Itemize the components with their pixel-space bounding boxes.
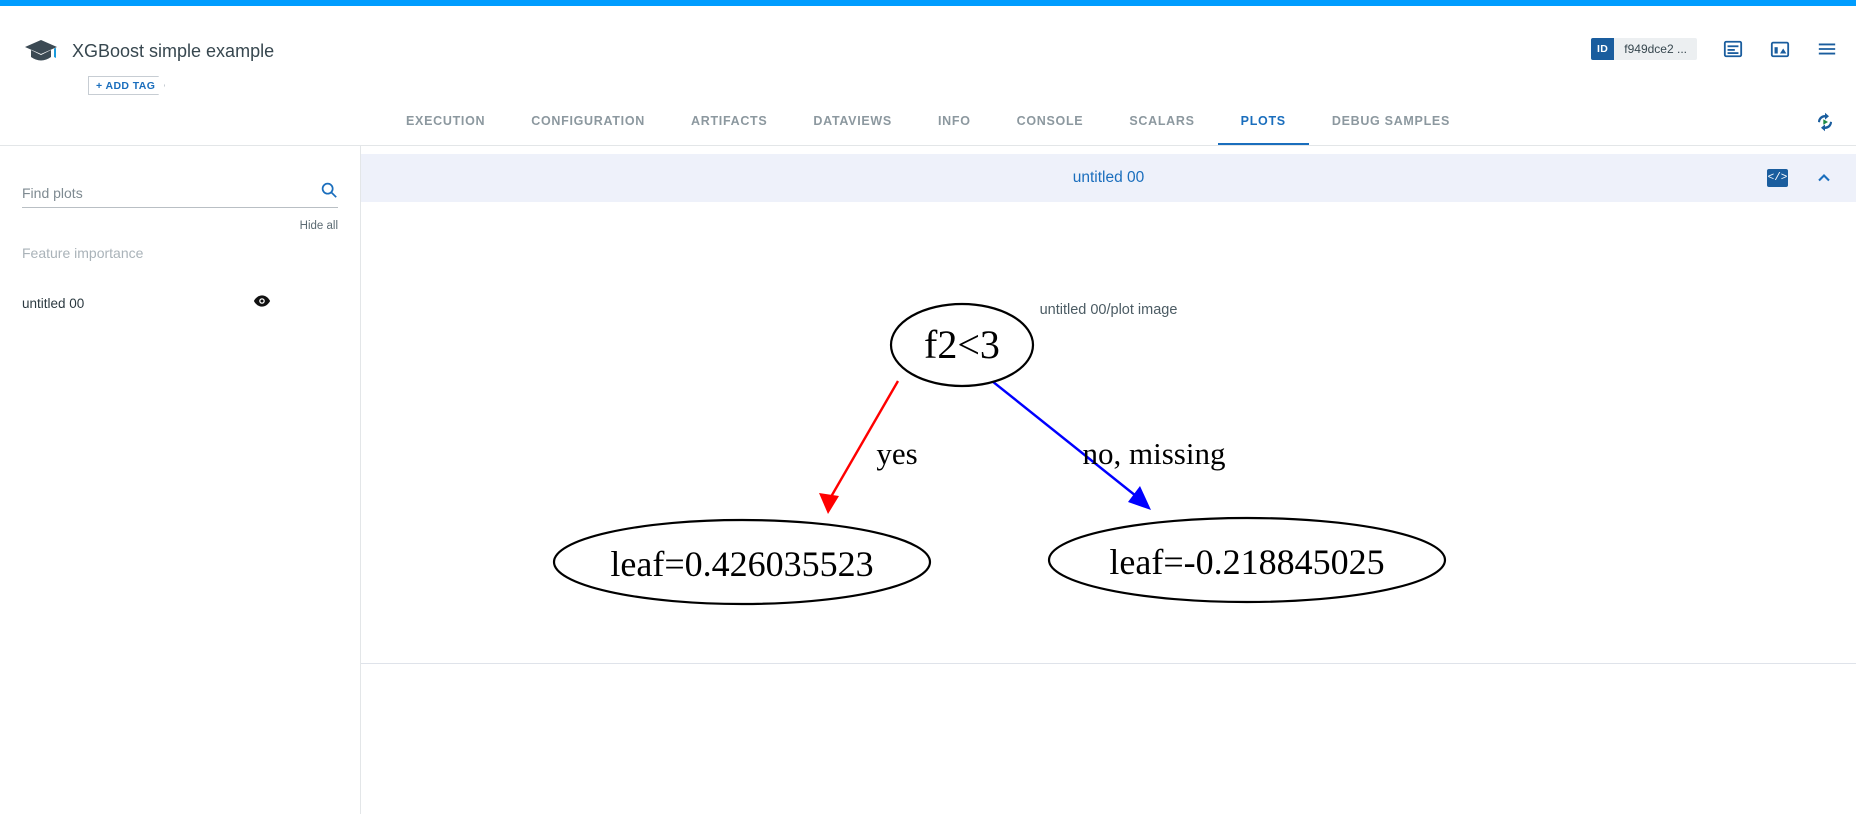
view-code-button[interactable]: </> [1767, 169, 1788, 187]
auto-refresh-icon[interactable] [1814, 111, 1836, 133]
sidebar-section-feature-importance: Feature importance [22, 245, 144, 261]
tab-console[interactable]: CONSOLE [1016, 114, 1084, 128]
hamburger-menu-icon[interactable] [1816, 38, 1838, 60]
list-item-label: untitled 00 [22, 295, 85, 311]
sidebar-item-untitled-00[interactable]: untitled 00 [0, 286, 361, 320]
search-input[interactable] [22, 184, 292, 201]
decision-tree-graph: f2<3 leaf=0.426035523 leaf=-0.218845025 … [552, 302, 1447, 606]
plot-image-caption: untitled 00/plot image [1039, 302, 1178, 318]
tab-debug-samples[interactable]: DEBUG SAMPLES [1331, 114, 1450, 128]
node-leaf-right [1047, 516, 1447, 604]
node-leaf-right-label: leaf=-0.218845025 [1109, 542, 1384, 582]
eye-icon[interactable] [253, 294, 271, 312]
chevron-up-icon[interactable] [1814, 168, 1834, 188]
edge-yes [819, 380, 900, 514]
tab-configuration[interactable]: CONFIGURATION [531, 114, 645, 128]
page-title: XGBoost simple example [72, 41, 275, 61]
tab-scalars[interactable]: SCALARS [1129, 114, 1195, 128]
image-view-icon[interactable] [1769, 38, 1791, 60]
plots-sidebar: Hide all Feature importance untitled 00 [0, 146, 361, 814]
edge-no-missing [991, 380, 1151, 510]
plot-card: untitled 00 </> untitled 00/plot image [361, 146, 1856, 664]
id-label: ID [1590, 38, 1615, 60]
node-root-label: f2<3 [924, 322, 1000, 367]
plot-image-area[interactable]: untitled 00/plot image [361, 202, 1856, 662]
edge-yes-label: yes [876, 436, 917, 471]
edge-no-missing-label: no, missing [1083, 436, 1226, 471]
plot-card-header: untitled 00 </> [361, 154, 1856, 202]
plot-card-title[interactable]: untitled 00 [1072, 169, 1145, 186]
plot-card-actions: </> [1767, 168, 1834, 188]
node-leaf-left-label: leaf=0.426035523 [610, 544, 873, 584]
plots-main-area: untitled 00 </> untitled 00/plot image [361, 146, 1856, 814]
page-header: XGBoost simple example + ADD TAG ID f949… [0, 6, 1856, 99]
add-tag-button[interactable]: + ADD TAG [88, 76, 165, 95]
tab-dataviews[interactable]: DATAVIEWS [813, 114, 892, 128]
search-icon[interactable] [320, 181, 338, 204]
node-leaf-left [552, 518, 932, 606]
hide-all-button[interactable]: Hide all [299, 220, 338, 232]
tab-execution[interactable]: EXECUTION [406, 114, 486, 128]
code-button-label: </> [1767, 171, 1788, 184]
tab-artifacts[interactable]: ARTIFACTS [690, 114, 768, 128]
tab-plots[interactable]: PLOTS [1217, 99, 1309, 145]
tab-info[interactable]: INFO [937, 114, 971, 128]
id-value: f949dce2 ... [1624, 42, 1687, 56]
node-root [889, 302, 1035, 388]
log-view-icon[interactable] [1722, 38, 1744, 60]
graduation-cap-icon [24, 38, 58, 66]
header-actions: ID f949dce2 ... [1590, 38, 1838, 60]
experiment-id-chip[interactable]: ID f949dce2 ... [1590, 38, 1697, 60]
search-row [22, 178, 338, 208]
main-tab-bar: EXECUTION CONFIGURATION ARTIFACTS DATAVI… [0, 99, 1856, 146]
